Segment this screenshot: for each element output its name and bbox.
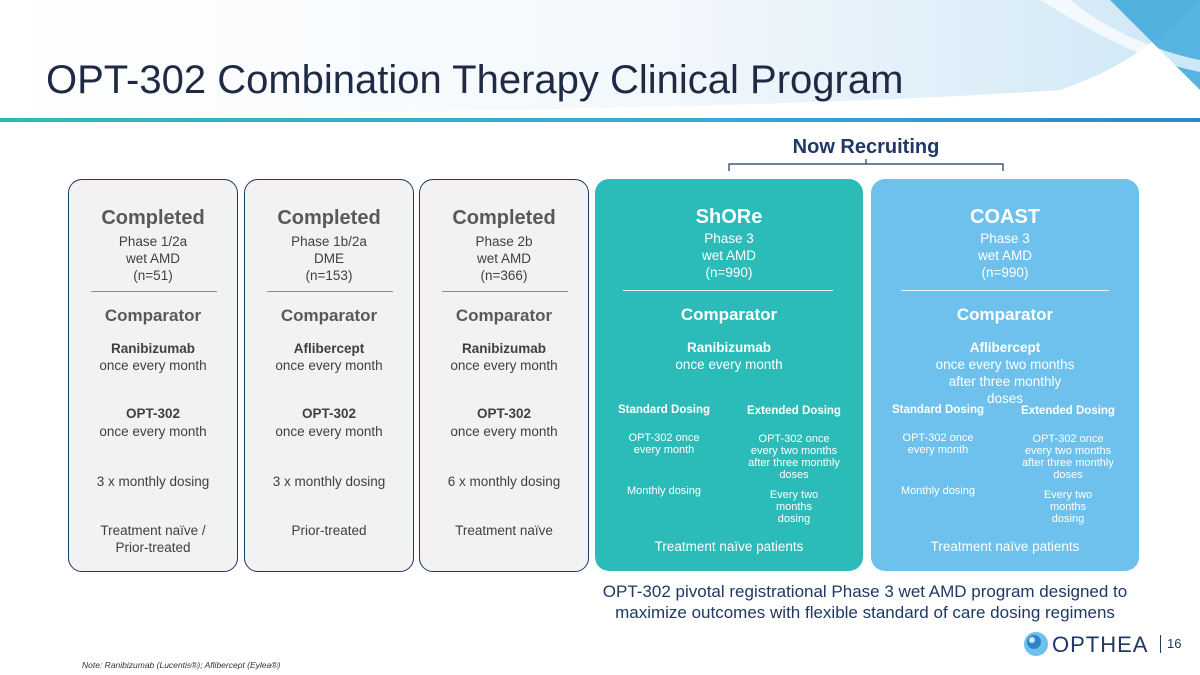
divider [267,291,393,292]
trial-indication: wet AMD [125,251,180,266]
comparator-frequency: once every month [675,357,783,372]
opt-302-frequency: once every month [450,424,558,439]
opthea-logo-text: OPTHEA [1052,632,1149,657]
trial-sample-size: (n=990) [705,265,753,280]
page-number: 16 [1167,636,1182,651]
now-recruiting-label: Now Recruiting [792,136,940,158]
trial-sample-size: (n=366) [480,268,528,283]
comparator-frequency: once every month [450,358,558,373]
comparator-drug: Aflibercept [293,341,365,356]
standard-dosing-column: Standard Dosing OPT-302 once every month… [883,404,993,514]
trial-card-phase-1b-2a: Completed Phase 1b/2a DME (n=153) Compar… [244,179,414,572]
standard-dosing-regimen: OPT-302 once every month [628,432,700,456]
extended-dosing-frequency: Every two months dosing [769,489,819,525]
opt-302-label: OPT-302 [476,406,532,421]
patient-population: Treatment naïve patients [930,539,1080,554]
trial-status: Completed [452,207,556,229]
opt-302-frequency: once every month [275,424,383,439]
trial-card-shore: ShORe Phase 3 wet AMD (n=990) Comparator… [595,179,863,571]
comparator-frequency: once every two months after three monthl… [935,357,1075,406]
extended-dosing-column: Extended Dosing OPT-302 once every two m… [1014,405,1122,525]
patient-population: Prior-treated [291,523,367,538]
standard-dosing-column: Standard Dosing OPT-302 once every month… [609,404,719,514]
extended-dosing-heading: Extended Dosing [1021,405,1115,417]
standard-dosing-heading: Standard Dosing [617,404,710,416]
standard-dosing-frequency: Monthly dosing [901,485,975,497]
trial-indication: DME [314,251,344,266]
trial-card-phase-2b: Completed Phase 2b wet AMD (n=366) Compa… [419,179,589,572]
standard-dosing-frequency: Monthly dosing [627,485,701,497]
comparator-drug: Ranibizumab [461,341,546,356]
extended-dosing-column: Extended Dosing OPT-302 once every two m… [740,405,848,525]
recruiting-bracket [728,159,1004,171]
standard-dosing-regimen: OPT-302 once every month [902,432,974,456]
trial-card-coast: COAST Phase 3 wet AMD (n=990) Comparator… [871,179,1139,571]
divider [91,291,217,292]
extended-dosing-regimen: OPT-302 once every two months after thre… [1022,433,1114,481]
dosing-regimen: 6 x monthly dosing [447,474,561,489]
comparator-heading: Comparator [280,306,378,325]
patient-population: Treatment naïve patients [654,539,804,554]
trial-status: Completed [101,207,205,229]
page-number-separator [1160,635,1161,653]
trial-phase: Phase 3 [980,231,1030,246]
comparator-heading: Comparator [455,306,553,325]
comparator-heading: Comparator [104,306,202,325]
standard-dosing-heading: Standard Dosing [891,404,984,416]
trial-status: Completed [277,207,381,229]
patient-population: Treatment naïve / Prior-treated [100,523,206,555]
comparator-drug: Ranibizumab [110,341,195,356]
patient-population: Treatment naïve [455,523,553,538]
trial-phase: Phase 1b/2a [291,234,367,249]
trial-sample-size: (n=51) [133,268,173,283]
comparator-heading: Comparator [680,305,778,324]
comparator-frequency: once every month [275,358,383,373]
comparator-frequency: once every month [99,358,207,373]
extended-dosing-frequency: Every two months dosing [1043,489,1093,525]
extended-dosing-regimen: OPT-302 once every two months after thre… [748,433,840,481]
page-title: OPT-302 Combination Therapy Clinical Pro… [46,58,904,102]
trial-indication: wet AMD [476,251,531,266]
opt-302-label: OPT-302 [125,406,181,421]
header-swoosh-graphic [0,0,1200,125]
comparator-heading: Comparator [956,305,1054,324]
dosing-regimen: 3 x monthly dosing [272,474,386,489]
trial-indication: wet AMD [701,248,756,263]
program-summary: OPT-302 pivotal registrational Phase 3 w… [602,582,1128,622]
comparator-drug: Aflibercept [969,340,1041,355]
dosing-regimen: 3 x monthly dosing [96,474,210,489]
comparator-drug: Ranibizumab [686,340,771,355]
trial-phase: Phase 3 [704,231,754,246]
divider [901,290,1109,291]
trial-card-phase-1-2a: Completed Phase 1/2a wet AMD (n=51) Comp… [68,179,238,572]
opt-302-label: OPT-302 [301,406,357,421]
divider [623,290,833,291]
trial-name: ShORe [695,206,763,228]
extended-dosing-heading: Extended Dosing [747,405,841,417]
trial-name: COAST [970,206,1040,228]
opt-302-frequency: once every month [99,424,207,439]
divider [442,291,568,292]
opthea-logo-icon [1024,632,1048,656]
trial-phase: Phase 1/2a [118,234,188,249]
trial-indication: wet AMD [977,248,1032,263]
trial-sample-size: (n=153) [305,268,353,283]
trial-phase: Phase 2b [475,234,533,249]
trial-sample-size: (n=990) [981,265,1029,280]
footnote: Note: Ranibizumab (Lucentis®); Afliberce… [82,660,281,670]
